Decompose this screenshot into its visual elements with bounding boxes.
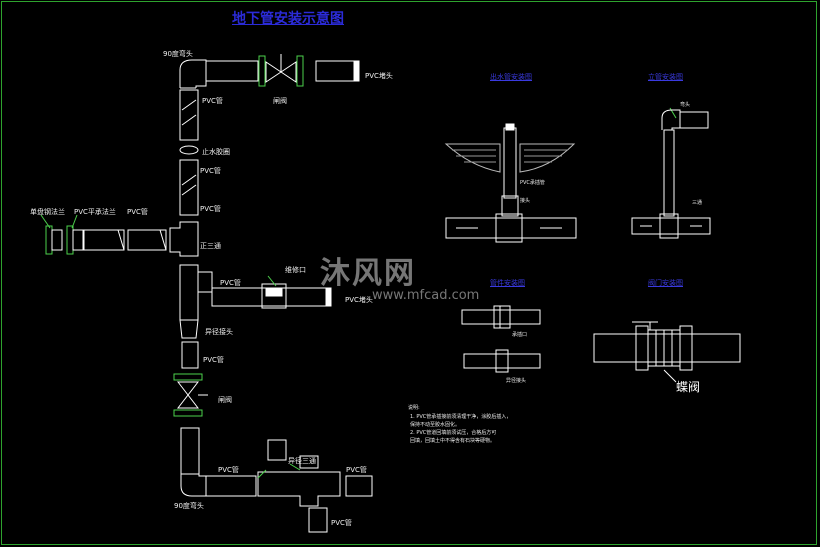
bottom-elbow-90 — [180, 474, 207, 497]
label-pvc-pipe-bottom-3: PVC管 — [331, 519, 352, 527]
label-pvc-pipe-bottom-1: PVC管 — [218, 466, 239, 474]
label-reducing-tee: 异径三通 — [288, 457, 316, 465]
left-pipe-2 — [127, 229, 167, 251]
pvc-cap-mid — [325, 287, 332, 307]
notes-heading: 说明: — [408, 405, 420, 411]
gate-valve-top-flange-left — [258, 55, 266, 87]
vertical-pipe-4 — [181, 341, 199, 369]
label-gate-valve-mid: 闸阀 — [218, 396, 232, 404]
outlet-pipe-detail — [444, 123, 577, 243]
equal-tee — [169, 221, 199, 257]
label-pvc-pipe-4: PVC管 — [203, 356, 224, 364]
vertical-pipe-5 — [180, 427, 200, 475]
gate-valve-mid-body — [176, 381, 200, 409]
vertical-pipe-3 — [179, 264, 199, 321]
label-pvc-pipe-left: PVC管 — [127, 208, 148, 216]
water-seal-ring — [179, 145, 199, 155]
label-pvc-cap-mid: PVC堵头 — [345, 296, 373, 304]
small-label-pvc-socket: PVC承插管 — [520, 180, 545, 186]
pvc-cap-top — [353, 60, 360, 82]
small-label-socket: 承插口 — [512, 332, 528, 338]
top-elbow-90 — [179, 59, 207, 89]
reducer-joint — [179, 319, 199, 339]
label-pvc-flat-flange: PVC平承法兰 — [74, 208, 116, 216]
label-tee: 正三通 — [200, 242, 221, 250]
label-repair-port: 维修口 — [285, 266, 306, 274]
gate-valve-mid-flange-bottom — [173, 409, 203, 417]
pvc-flat-flange — [66, 225, 74, 255]
label-butterfly-valve: 蝶阀 — [676, 380, 701, 394]
small-label-elbow: 弯头 — [680, 102, 691, 108]
gate-valve-top-body — [265, 61, 297, 83]
gate-valve-top-flange-right — [296, 55, 304, 87]
drawing-title: 地下管安装示意图 — [232, 11, 344, 27]
subtitle-outlet-pipe: 出水管安装图 — [490, 73, 532, 81]
label-water-seal-ring: 止水胶圈 — [202, 148, 230, 156]
label-pvc-pipe-2: PVC管 — [200, 167, 221, 175]
riser-detail — [631, 109, 711, 239]
notes-line-2: 保持不动至胶水固化。 — [410, 422, 461, 428]
top-pipe-2 — [315, 60, 359, 82]
notes-line-1: 1. PVC管承插接前须清理干净，涂胶后插入， — [410, 414, 512, 420]
fittings-detail — [461, 305, 541, 373]
top-pipe-1 — [205, 60, 259, 82]
butterfly-valve-detail — [593, 321, 741, 383]
label-pvc-pipe-1: PVC管 — [202, 97, 223, 105]
vertical-pipe-2 — [179, 159, 199, 216]
label-pvc-pipe-bottom-2: PVC管 — [346, 466, 367, 474]
vertical-pipe-1 — [179, 89, 199, 141]
label-pvc-cap-top: PVC堵头 — [365, 72, 393, 80]
subtitle-riser: 立管安装图 — [648, 73, 683, 81]
subtitle-fittings: 管件安装图 — [490, 279, 525, 287]
notes-line-3: 2. PVC管道回填前须试压，合格后方可 — [410, 430, 497, 436]
notes-line-4: 回填，回填土中不得含有石块等硬物。 — [410, 438, 496, 444]
watermark-url: www.mfcad.com — [372, 288, 480, 303]
small-label-tee: 三通 — [692, 200, 703, 206]
label-single-steel-flange: 单盘钢法兰 — [30, 208, 65, 216]
label-pvc-pipe-branch: PVC管 — [220, 279, 241, 287]
label-reducer: 异径接头 — [205, 328, 233, 336]
left-pipe-1 — [83, 229, 125, 251]
label-gate-valve-top: 闸阀 — [273, 97, 287, 105]
gate-valve-mid-flange-top — [173, 373, 203, 381]
watermark-brand: 沐风网 — [320, 256, 416, 291]
label-pvc-pipe-3: PVC管 — [200, 205, 221, 213]
single-steel-flange — [45, 225, 53, 255]
watermark: 沐风网 www.mfcad.com — [320, 248, 479, 303]
bottom-pipe-2 — [345, 475, 373, 497]
small-label-reducer: 异径接头 — [506, 378, 527, 384]
small-label-joint: 接头 — [520, 198, 531, 204]
bottom-pipe-down — [308, 507, 328, 533]
reducing-tee — [257, 471, 341, 507]
bottom-pipe-1 — [205, 475, 257, 497]
label-elbow-90-top: 90度弯头 — [163, 50, 193, 58]
subtitle-valve: 阀门安装图 — [648, 279, 683, 287]
label-elbow-90-bottom: 90度弯头 — [174, 502, 204, 510]
